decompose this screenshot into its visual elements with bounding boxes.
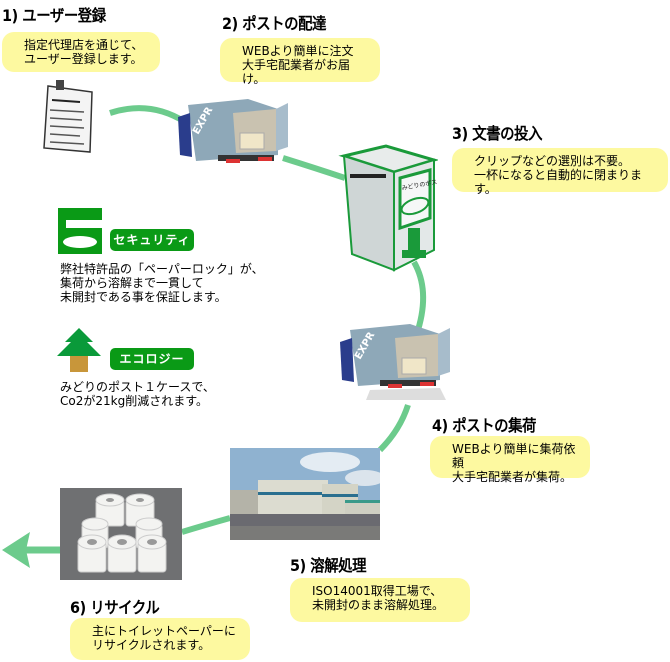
- delivery-truck-image-1: EXPR: [178, 99, 288, 163]
- step-1-description: 指定代理店を通じて、 ユーザー登録します。: [2, 32, 160, 72]
- security-badge: セキュリティ: [110, 229, 194, 251]
- flow-arc-4-5: [377, 404, 411, 453]
- step-4-title: 4) ポストの集荷: [432, 416, 536, 435]
- flow-arc-1-2: [109, 105, 187, 125]
- midori-post-box-image: みどりのポスト: [338, 144, 438, 272]
- flow-arc-5-6: [181, 515, 231, 535]
- step-6-title: 6) リサイクル: [70, 598, 160, 617]
- toilet-paper-photo-image: [60, 488, 182, 580]
- step-3-title: 3) 文書の投入: [452, 124, 543, 143]
- step-4-description: WEBより簡単に集荷依頼 大手宅配業者が集荷。: [430, 436, 590, 484]
- factory-photo-image: [230, 448, 380, 540]
- step-2-title: 2) ポストの配達: [222, 14, 326, 33]
- flow-arc-2-3: [282, 155, 346, 181]
- lock-icon: [58, 208, 102, 254]
- security-text: 弊社特許品の「ペーパーロック」が、 集荷から溶解まで一貫して 未開封である事を保…: [60, 262, 264, 304]
- flow-arc-3-4: [411, 260, 427, 331]
- step-3-description: クリップなどの選別は不要。 一杯になると自動的に閉まります。: [452, 148, 668, 196]
- step-5-title: 5) 溶解処理: [290, 556, 367, 575]
- ecology-text: みどりのポスト１ケースで、 Co2が21kg削減されます。: [60, 380, 215, 408]
- step-2-description: WEBより簡単に注文 大手宅配業者がお届け。: [220, 38, 380, 86]
- step-5-description: ISO14001取得工場で、 未開封のまま溶解処理。: [290, 578, 470, 622]
- step-1-title: 1) ユーザー登録: [2, 6, 106, 25]
- flow-arrow-head: [2, 532, 30, 568]
- step-6-description: 主にトイレットペーパーに リサイクルされます。: [70, 618, 250, 660]
- clipboard-form-image: [43, 80, 93, 153]
- delivery-truck-image-2: EXPR: [340, 324, 450, 400]
- ecology-badge: エコロジー: [110, 348, 194, 370]
- tree-icon: [57, 328, 101, 372]
